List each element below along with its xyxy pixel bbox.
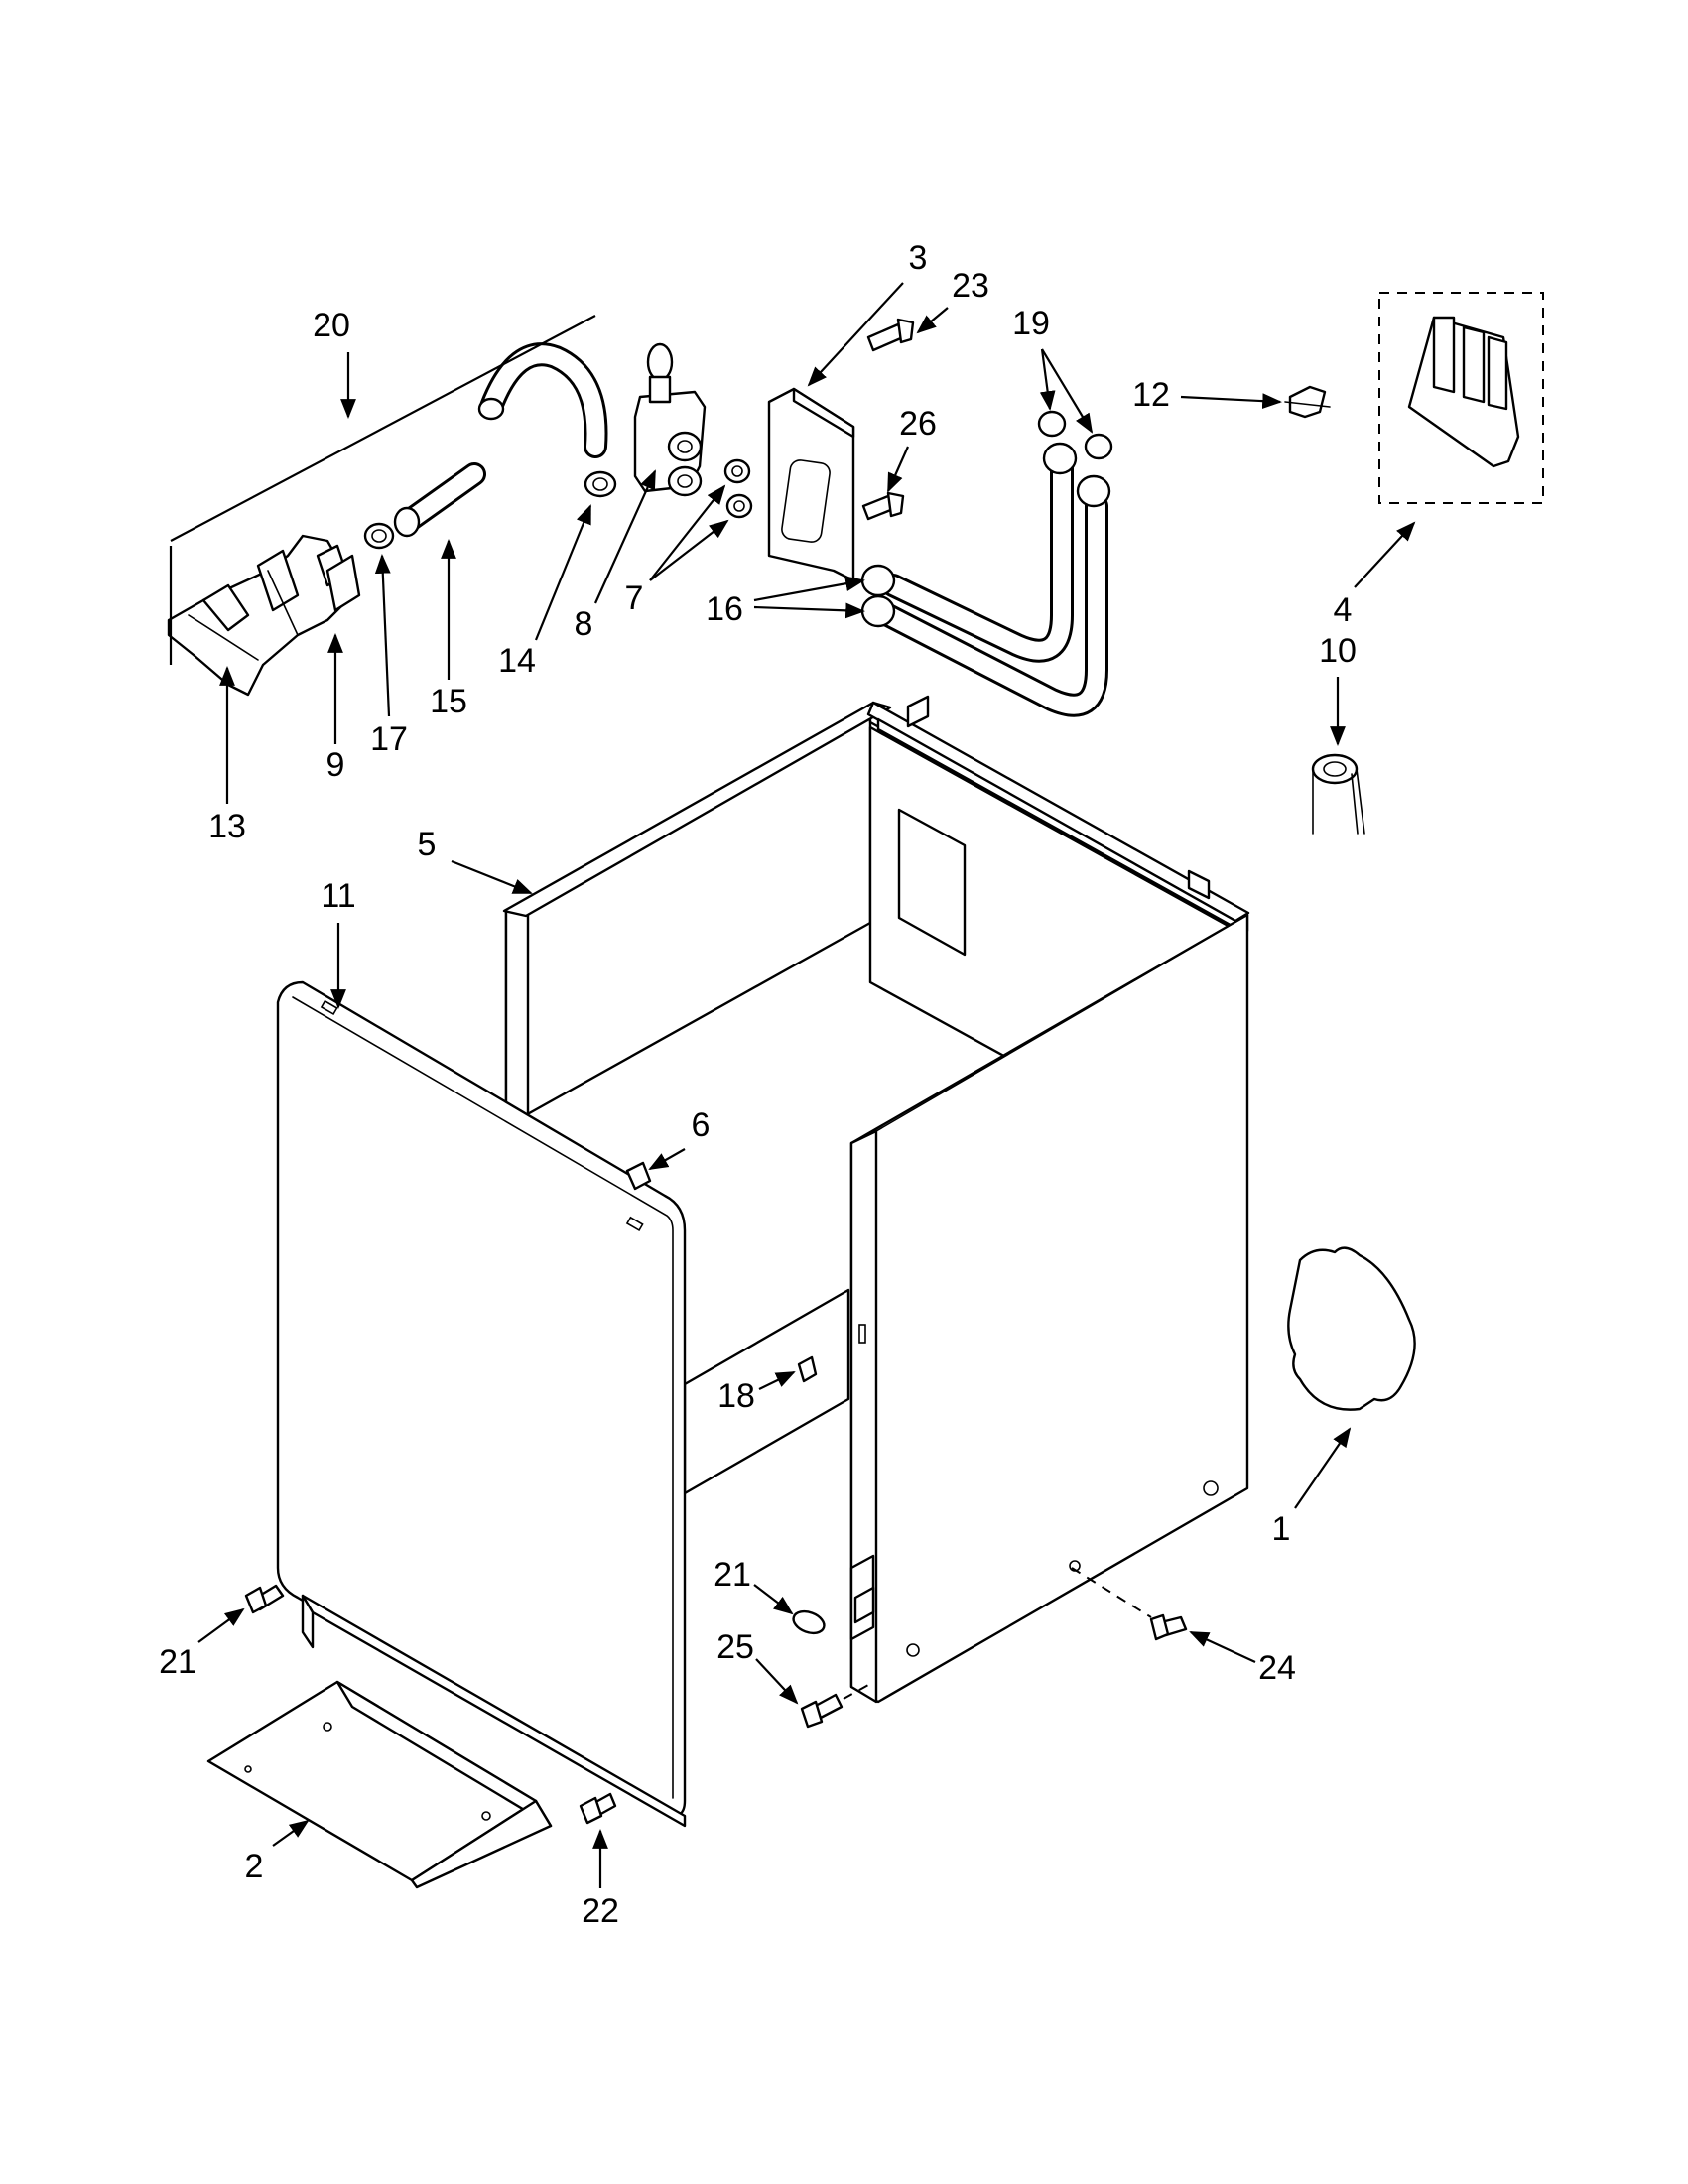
- callout-c11: 11: [321, 877, 355, 915]
- cabinet-part-5: [502, 695, 1250, 1704]
- clip-part-6: [625, 1161, 652, 1191]
- screw-part-23: [866, 318, 915, 352]
- callout-c12: 12: [1132, 376, 1170, 414]
- callout-c8: 8: [575, 605, 593, 643]
- front-panel-part-11: [276, 980, 687, 1828]
- washers-part-7: [723, 458, 753, 519]
- callout-c1: 1: [1272, 1510, 1291, 1548]
- callout-c21b: 21: [714, 1556, 751, 1594]
- callout-c2: 2: [245, 1848, 264, 1885]
- screw-part-26: [861, 491, 905, 521]
- callout-c20: 20: [313, 307, 350, 344]
- callout-c23: 23: [952, 267, 989, 305]
- callout-c16: 16: [706, 590, 743, 628]
- callout-c9: 9: [326, 746, 345, 784]
- bracket-part-9: [325, 554, 361, 612]
- callout-c21a: 21: [159, 1643, 196, 1681]
- callout-c18: 18: [717, 1377, 755, 1415]
- leader-lines: [169, 282, 1416, 1888]
- callout-c14: 14: [498, 642, 536, 680]
- callout-c10: 10: [1319, 632, 1357, 670]
- callout-c22: 22: [582, 1892, 619, 1930]
- inlet-hoses-part-16: [860, 442, 1111, 717]
- kick-plate-part-2: [206, 1680, 553, 1889]
- ring-part-17: [363, 522, 395, 550]
- drain-tube-part-10: [1311, 753, 1365, 835]
- plug-part-21-right: [792, 1609, 826, 1635]
- box-part-4: [1378, 292, 1544, 504]
- bracket-part-13: [167, 534, 354, 697]
- callout-c17: 17: [370, 720, 408, 758]
- hose-washers-part-19: [1037, 410, 1113, 460]
- callout-c19: 19: [1012, 305, 1050, 342]
- hose-part-15: [393, 462, 486, 538]
- clip-part-18: [797, 1355, 818, 1383]
- callout-c6: 6: [692, 1106, 711, 1144]
- screw-part-22: [579, 1792, 617, 1825]
- callout-c5: 5: [418, 826, 437, 863]
- cover-part-1: [1287, 1246, 1416, 1411]
- screw-part-24: [1149, 1613, 1188, 1641]
- callout-c15: 15: [430, 683, 467, 720]
- callout-c24: 24: [1258, 1649, 1296, 1687]
- screw-part-21-left: [244, 1584, 285, 1614]
- callout-c3: 3: [909, 239, 928, 277]
- screw-part-25: [800, 1693, 844, 1729]
- fill-hose-part-14: [477, 342, 617, 498]
- callout-c25: 25: [716, 1628, 754, 1666]
- callout-c13: 13: [208, 808, 246, 845]
- water-valve-part-8: [633, 342, 707, 497]
- part-callout-numbers: 1234567891011121314151617181920212122232…: [159, 239, 1357, 1930]
- callout-c26: 26: [899, 405, 937, 443]
- valve-bracket-part-3: [767, 387, 855, 582]
- clip-part-12: [1284, 385, 1331, 419]
- callout-c7: 7: [625, 579, 644, 617]
- callout-c4: 4: [1334, 591, 1353, 629]
